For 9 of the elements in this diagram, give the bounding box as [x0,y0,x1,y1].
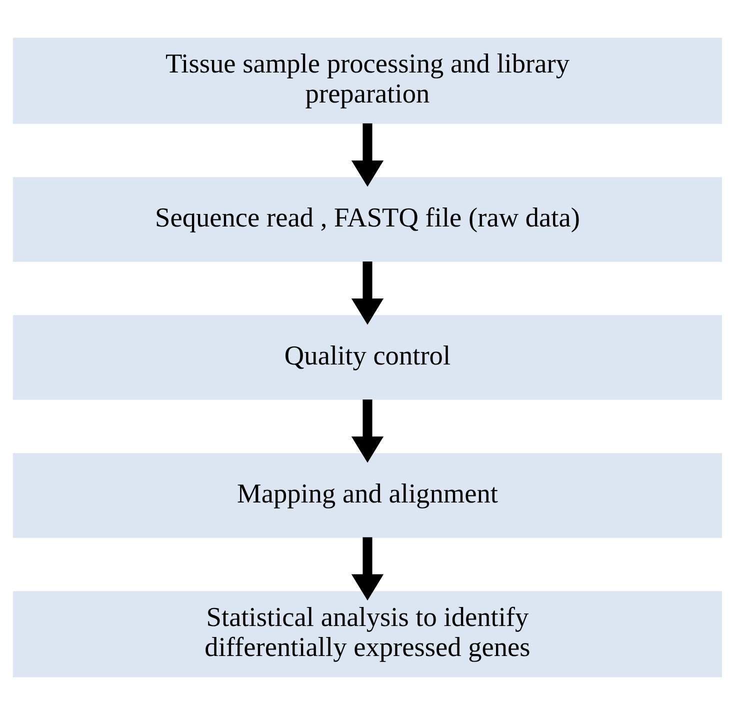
arrow [351,537,384,601]
arrow [351,123,384,187]
node-box: Statistical analysis to identify differentially expressed genes [12,591,722,678]
arrow [351,261,384,325]
node-box: Quality control [12,315,722,400]
node-box: Sequence read , FASTQ file (raw data) [12,177,722,262]
node-box: Mapping and alignment [12,453,722,538]
node-box: Tissue sample processing and library preparation [12,38,722,124]
arrow [351,399,384,463]
